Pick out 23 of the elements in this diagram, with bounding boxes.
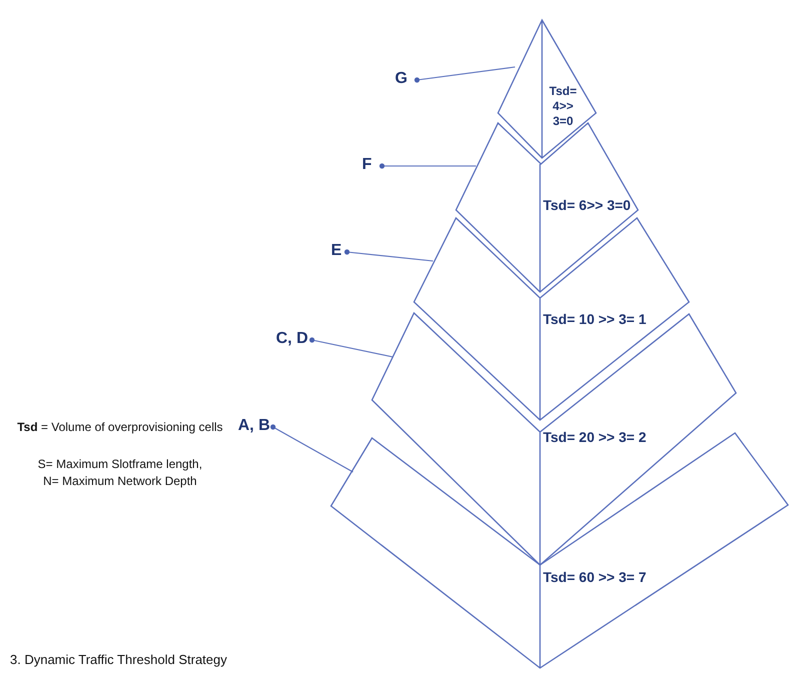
pyramid-layer	[331, 433, 788, 668]
pyramid-layer	[498, 20, 596, 158]
level-label: G	[395, 70, 408, 88]
level-label: F	[362, 156, 372, 174]
leader-line	[379, 163, 476, 169]
leader-line	[309, 337, 394, 358]
level-label: A, B	[238, 417, 270, 435]
leader-line	[344, 249, 434, 262]
threshold-label: Tsd= 6>> 3=0	[543, 196, 632, 215]
definition-note: N= Maximum Network Depth	[42, 474, 198, 488]
pyramid-layer	[414, 218, 689, 420]
level-label: C, D	[276, 330, 308, 348]
threshold-label: Tsd= 4>> 3=0	[548, 84, 578, 129]
leader-line	[270, 424, 354, 472]
threshold-label: Tsd= 20 >> 3= 2	[543, 428, 648, 447]
pyramid-layer	[372, 313, 736, 565]
definition-note: S= Maximum Slotframe length,	[36, 457, 204, 471]
level-label: E	[331, 242, 342, 260]
threshold-label: Tsd= 10 >> 3= 1	[543, 310, 648, 329]
threshold-label: Tsd= 60 >> 3= 7	[543, 568, 648, 587]
definition-note: Tsd = Volume of overprovisioning cells	[16, 420, 224, 434]
leader-line	[414, 66, 516, 83]
caption: 3. Dynamic Traffic Threshold Strategy	[10, 652, 228, 667]
